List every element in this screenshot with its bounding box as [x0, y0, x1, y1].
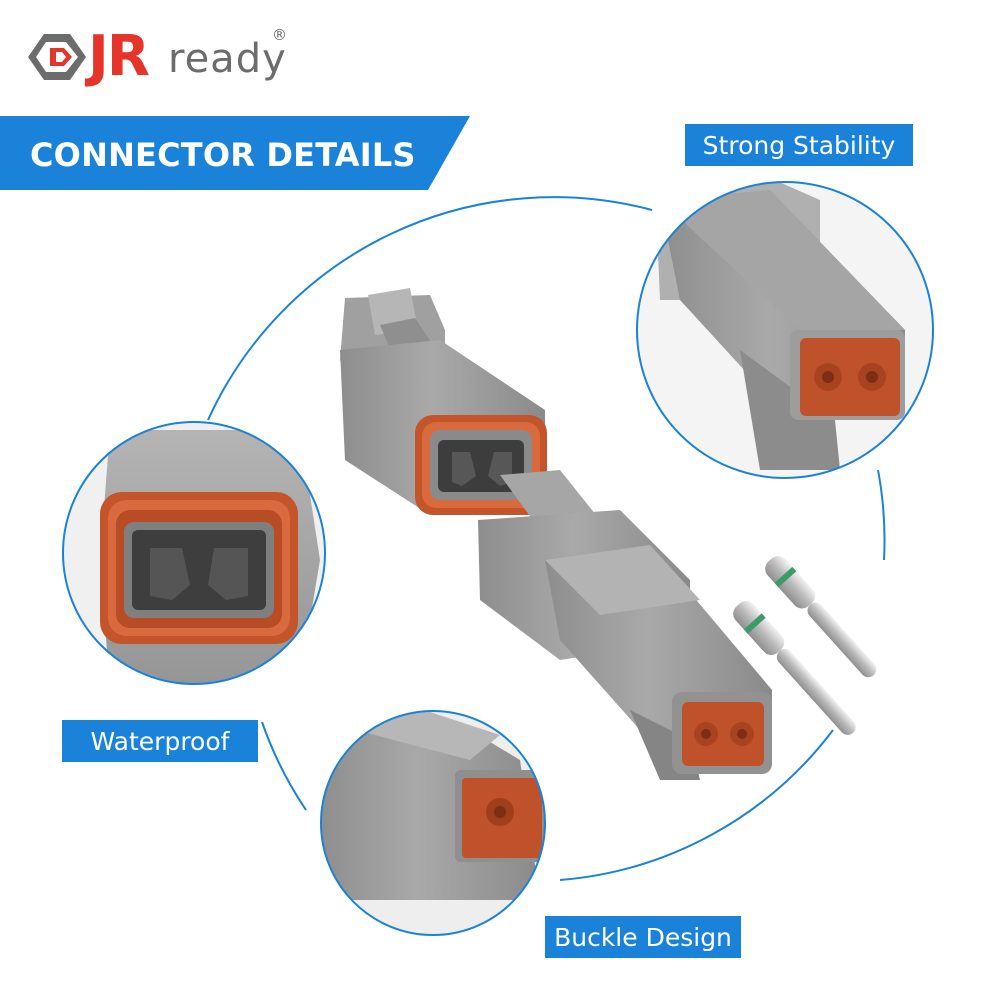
- guide-circle: [207, 196, 886, 881]
- waterproof-closeup-image: [62, 421, 326, 685]
- feature-label-buckle-design: Buckle Design: [545, 916, 741, 958]
- metal-pins-image: [733, 556, 877, 735]
- feature-label-waterproof: Waterproof: [62, 720, 258, 762]
- brand-name-secondary: ready: [168, 36, 287, 82]
- brand-name-primary: JR: [88, 24, 150, 89]
- male-connector-image: [478, 470, 772, 780]
- female-connector-image: [340, 288, 547, 515]
- stability-closeup-image: [636, 181, 934, 479]
- title-banner: [0, 116, 470, 190]
- feature-label-strong-stability: Strong Stability: [685, 124, 913, 166]
- buckle-closeup-image: [320, 710, 546, 936]
- brand-logo: JR ready ®: [26, 24, 296, 92]
- registered-mark: ®: [272, 26, 287, 44]
- page-title: CONNECTOR DETAILS: [30, 136, 416, 174]
- brand-mark-icon: [28, 34, 86, 80]
